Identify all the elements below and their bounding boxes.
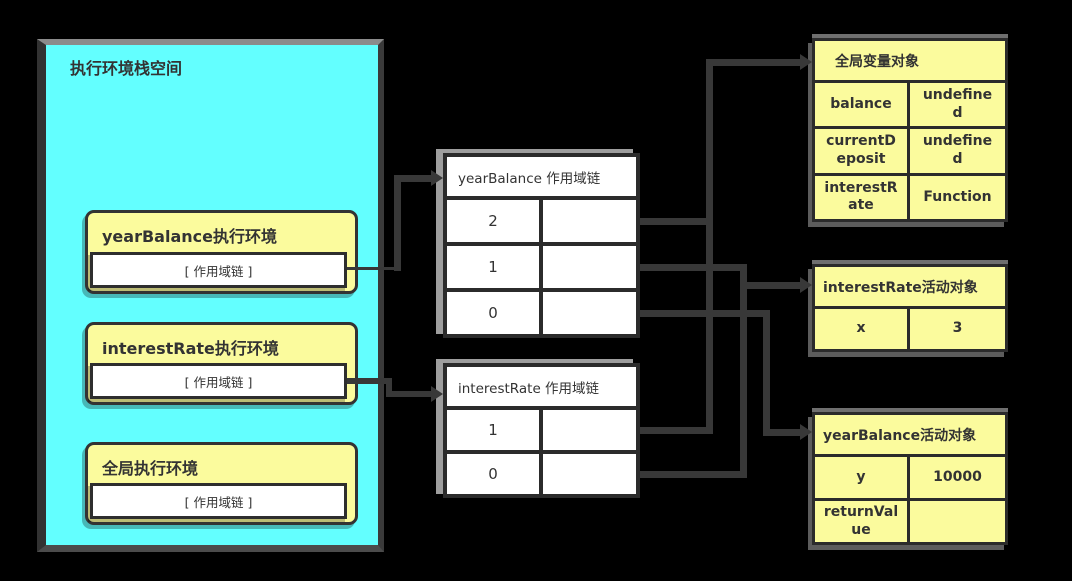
scope-chain-slot: [ 作用域链 ]: [90, 363, 347, 399]
cell-key: x: [815, 309, 910, 349]
table-row: 1: [447, 410, 636, 454]
cell-index: 0: [447, 454, 543, 494]
cell-key: returnValue: [815, 501, 910, 542]
connector-to-global-object: [640, 218, 713, 225]
cell-value: undefined: [922, 133, 993, 167]
table-row: 1: [447, 246, 636, 292]
scope-table-interestrate: interestRate 作用域链 1 0: [443, 363, 640, 498]
connector-to-yearbalance-activation: [763, 310, 770, 436]
frame-title: 全局执行环境: [102, 459, 199, 478]
table-row: balance undefined: [815, 83, 1005, 130]
frame-title: interestRate执行环境: [102, 339, 279, 358]
cell-key: balance: [815, 83, 910, 127]
cell-value: undefined: [922, 87, 993, 121]
connector-to-global-object: [640, 427, 713, 434]
table-row: returnValue: [815, 501, 1005, 542]
connector-to-yearbalance-activation: [763, 429, 800, 436]
table-row: 0: [447, 454, 636, 494]
cell-value: 10000: [933, 468, 982, 485]
table-row: y 10000: [815, 457, 1005, 501]
object-table-interestrate-activation: interestRate活动对象 x 3: [812, 264, 1008, 352]
cell-index: 2: [447, 200, 543, 242]
table-row: 2: [447, 200, 636, 246]
connector-to-interestrate-activation: [640, 471, 747, 478]
cell-value: [910, 501, 1005, 542]
table-header: 全局变量对象: [815, 41, 1005, 83]
connector-to-yearbalance-activation: [640, 310, 770, 317]
connector-to-global-object: [706, 59, 800, 66]
stack-title: 执行环境栈空间: [70, 59, 183, 78]
cell-value: 3: [952, 320, 963, 337]
connector-to-interestrate-activation: [740, 282, 800, 289]
connector-interestrate-frame: [386, 391, 431, 397]
scope-chain-slot: [ 作用域链 ]: [90, 483, 347, 519]
table-header: interestRate活动对象: [815, 267, 1005, 309]
connector-interestrate-frame: [386, 378, 392, 397]
scope-table-yearbalance: yearBalance 作用域链 2 1 0: [443, 153, 640, 338]
connector-yearbalance-frame: [394, 175, 431, 182]
frame-interestrate-context: interestRate执行环境 [ 作用域链 ]: [85, 322, 358, 405]
arrowhead-icon: [800, 277, 812, 293]
frame-title: yearBalance执行环境: [102, 227, 277, 246]
scope-chain-slot: [ 作用域链 ]: [90, 252, 347, 288]
table-header: yearBalance活动对象: [815, 415, 1005, 457]
connector-to-global-object: [706, 59, 713, 434]
cell-index: 0: [447, 292, 543, 334]
cell-key: currentDeposit: [815, 129, 910, 173]
arrowhead-icon: [800, 424, 812, 440]
connector-interestrate-frame: [347, 378, 392, 384]
cell-pointer: [543, 454, 636, 494]
table-row: x 3: [815, 309, 1005, 349]
arrowhead-icon: [431, 386, 443, 402]
object-table-global: 全局变量对象 balance undefined currentDeposit …: [812, 38, 1008, 222]
cell-index: 1: [447, 246, 543, 288]
table-row: 0: [447, 292, 636, 334]
connector-to-interestrate-activation: [640, 264, 747, 271]
cell-pointer: [543, 410, 636, 450]
cell-pointer: [543, 200, 636, 242]
connector-yearbalance-frame: [394, 175, 401, 271]
cell-key: y: [815, 457, 910, 498]
cell-pointer: [543, 292, 636, 334]
table-row: interestRate Function: [815, 175, 1005, 219]
cell-key: interestRate: [815, 175, 910, 219]
arrowhead-icon: [800, 54, 812, 70]
connector-to-interestrate-activation: [740, 264, 747, 478]
arrowhead-icon: [431, 170, 443, 186]
cell-index: 1: [447, 410, 543, 450]
table-header: interestRate 作用域链: [447, 367, 636, 410]
frame-yearbalance-context: yearBalance执行环境 [ 作用域链 ]: [85, 210, 358, 294]
object-table-yearbalance-activation: yearBalance活动对象 y 10000 returnValue: [812, 412, 1008, 545]
cell-pointer: [543, 246, 636, 288]
frame-global-context: 全局执行环境 [ 作用域链 ]: [85, 442, 358, 525]
connector-yearbalance-frame: [347, 267, 398, 270]
table-row: currentDeposit undefined: [815, 129, 1005, 176]
table-header: yearBalance 作用域链: [447, 157, 636, 200]
cell-value: Function: [923, 188, 992, 205]
